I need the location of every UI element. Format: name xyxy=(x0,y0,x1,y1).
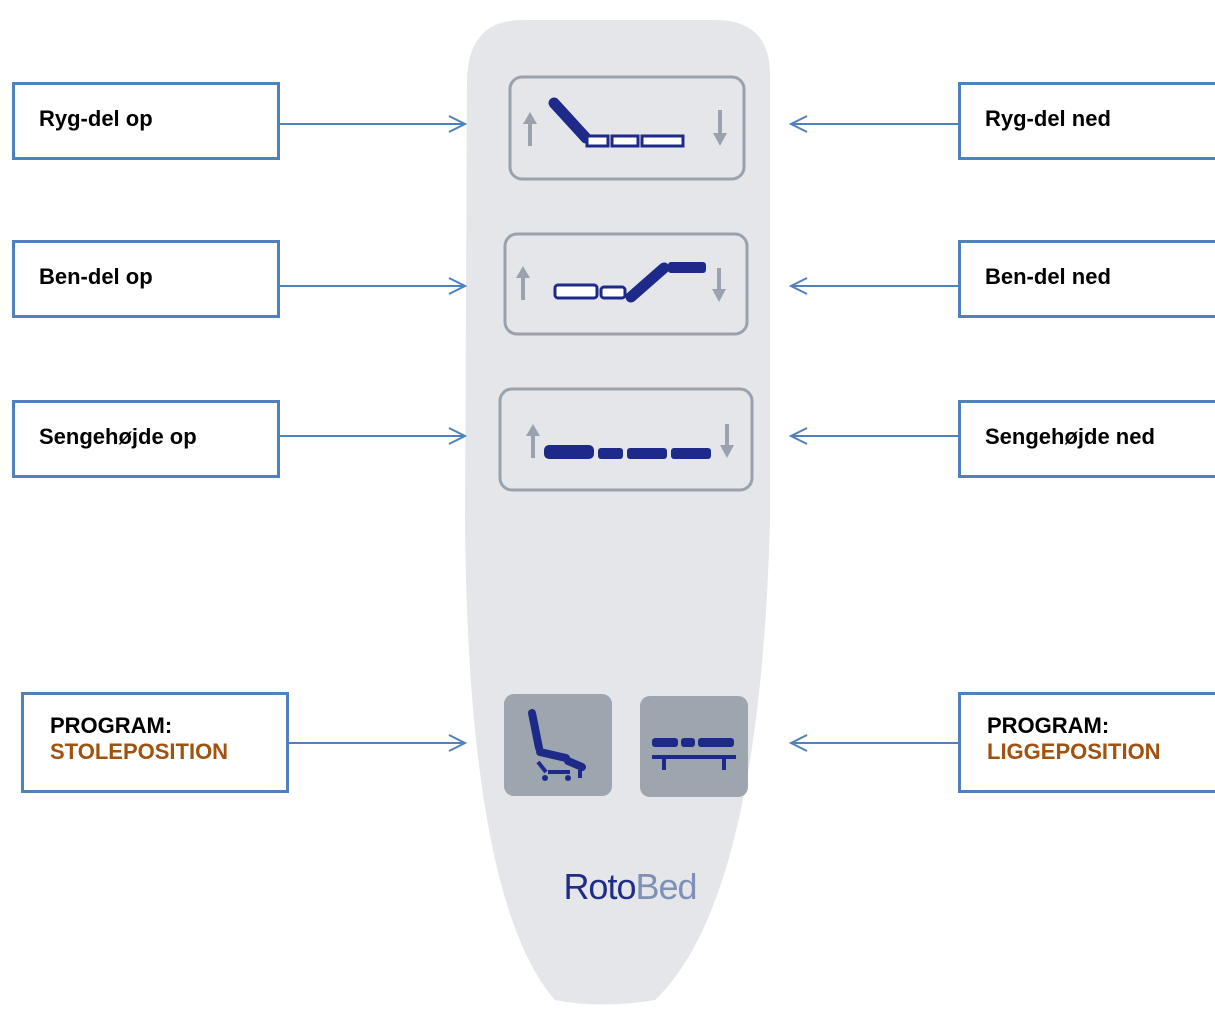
logo-part-2: Bed xyxy=(635,866,697,907)
program-chair-button[interactable] xyxy=(504,694,612,796)
chair-position-icon xyxy=(528,709,586,781)
down-arrow-icon xyxy=(712,268,726,302)
down-arrow-icon xyxy=(713,110,727,146)
label-height-down: Sengehøjde ned xyxy=(958,400,1215,478)
label-back-down-text: Ryg-del ned xyxy=(985,106,1111,131)
connector-arrows xyxy=(278,124,958,743)
label-program-lie-title: PROGRAM: xyxy=(987,713,1110,738)
rotobed-logo: RotoBed xyxy=(545,866,715,908)
bed-height-button[interactable] xyxy=(498,387,754,492)
label-program-chair-title: PROGRAM: xyxy=(50,713,173,738)
logo-part-1: Roto xyxy=(563,866,636,907)
lie-position-icon xyxy=(652,738,736,770)
back-section-button[interactable] xyxy=(508,75,746,181)
leg-section-button[interactable] xyxy=(503,232,749,336)
leg-section-icon xyxy=(553,262,706,303)
label-program-chair-mode: STOLEPOSITION xyxy=(50,739,229,764)
label-back-up-text: Ryg-del op xyxy=(39,106,153,131)
label-back-down: Ryg-del ned xyxy=(958,82,1215,160)
up-arrow-icon xyxy=(526,424,540,458)
label-height-down-text: Sengehøjde ned xyxy=(985,424,1155,449)
label-leg-up: Ben-del op xyxy=(12,240,280,318)
label-height-up: Sengehøjde op xyxy=(12,400,280,478)
label-leg-up-text: Ben-del op xyxy=(39,264,153,289)
label-height-up-text: Sengehøjde op xyxy=(39,424,197,449)
down-arrow-icon xyxy=(720,424,734,458)
bed-height-icon xyxy=(544,445,711,459)
label-back-up: Ryg-del op xyxy=(12,82,280,160)
label-program-lie-mode: LIGGEPOSITION xyxy=(987,739,1161,764)
up-arrow-icon xyxy=(516,266,530,300)
label-leg-down: Ben-del ned xyxy=(958,240,1215,318)
label-program-lie: PROGRAM: LIGGEPOSITION xyxy=(958,692,1215,793)
back-section-icon xyxy=(548,97,685,148)
program-lie-button[interactable] xyxy=(640,696,748,797)
label-leg-down-text: Ben-del ned xyxy=(985,264,1111,289)
up-arrow-icon xyxy=(523,112,537,146)
label-program-chair: PROGRAM: STOLEPOSITION xyxy=(21,692,289,793)
